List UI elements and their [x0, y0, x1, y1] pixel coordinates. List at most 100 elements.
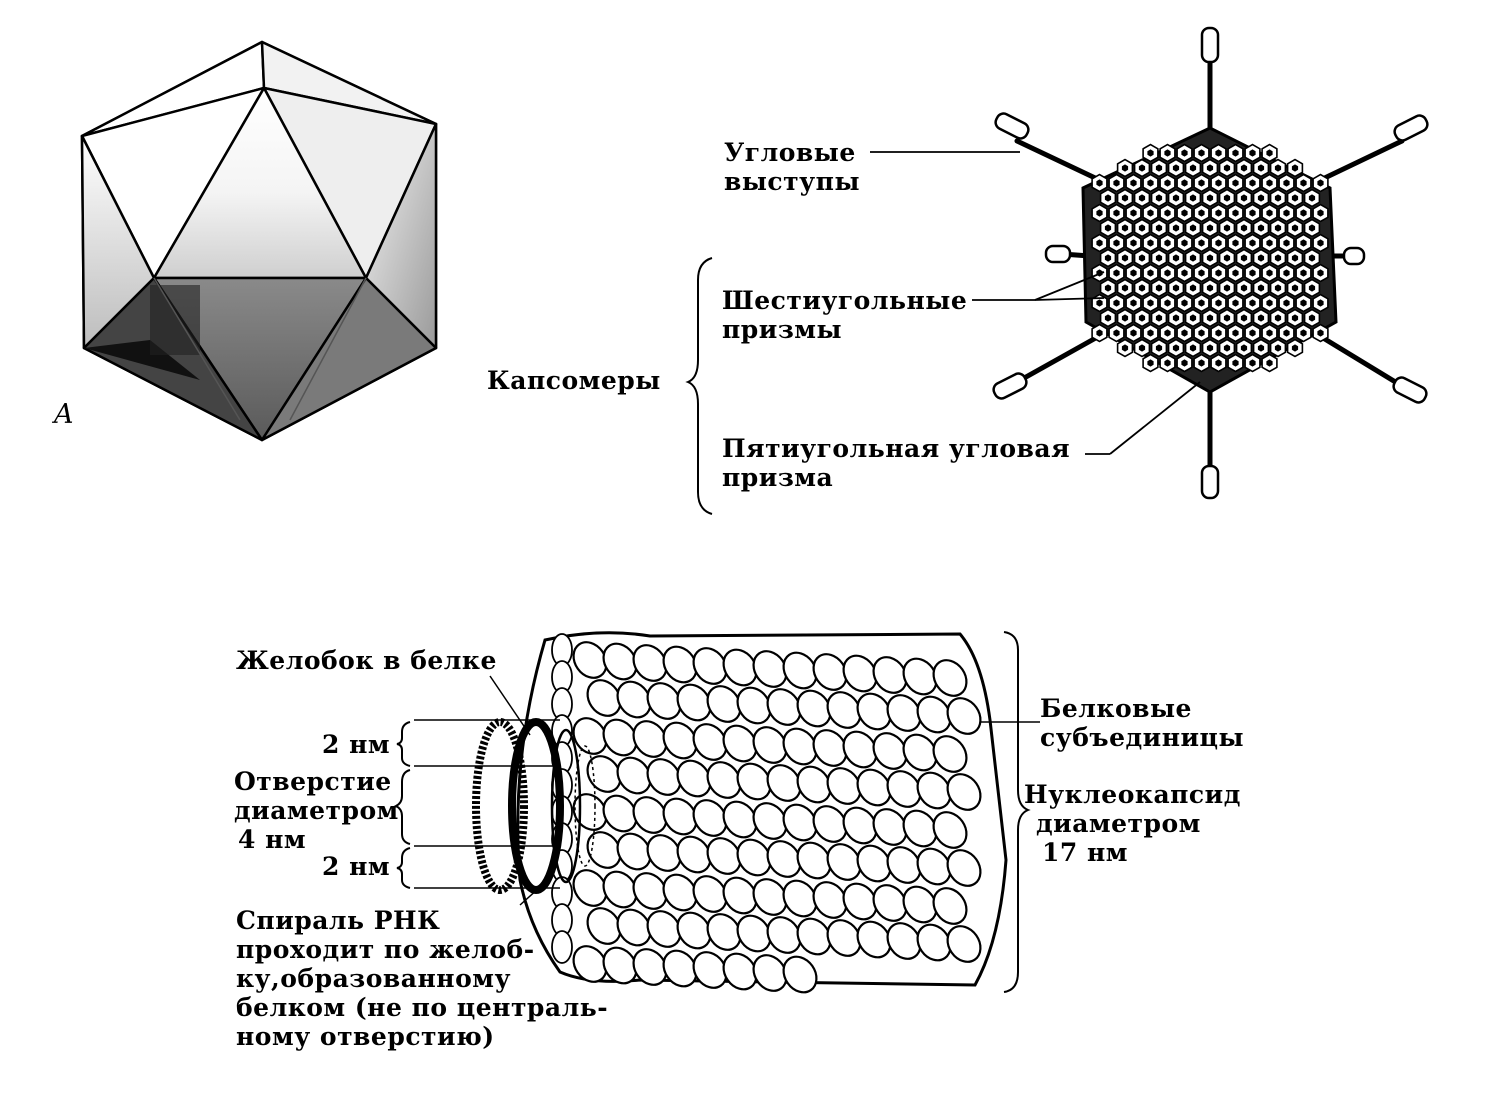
protein-subunit	[872, 656, 908, 694]
hexon-core	[1130, 299, 1137, 307]
nucleocapsid-label-line-2: диаметром	[1036, 809, 1201, 838]
hexon-core	[1164, 209, 1171, 217]
protein-subunit	[766, 688, 802, 726]
protein-subunit	[586, 755, 622, 793]
protein-subunit	[766, 764, 802, 802]
protein-subunit	[752, 802, 788, 840]
protein-subunit	[752, 878, 788, 916]
hexon-core	[1266, 149, 1273, 157]
hexon-core	[1317, 299, 1324, 307]
protein-subunit	[872, 884, 908, 922]
protein-subunit	[572, 717, 608, 755]
protein-subunit	[826, 691, 862, 729]
hexon-core	[1249, 329, 1256, 337]
hexon-core	[1215, 179, 1222, 187]
hexon-core	[1266, 299, 1273, 307]
hexon-core	[1232, 299, 1239, 307]
hexon-core	[1283, 239, 1290, 247]
hexon-core	[1113, 179, 1120, 187]
hexon-core	[1189, 194, 1197, 202]
hexon-core	[1138, 194, 1146, 202]
protein-subunit	[856, 920, 892, 959]
protein-subunit	[782, 955, 818, 994]
hexon-core	[1283, 179, 1290, 187]
hexon-core	[1215, 149, 1222, 157]
hexon-core	[1266, 209, 1273, 217]
hexon-core	[1283, 269, 1290, 277]
hexon-core	[1223, 224, 1231, 232]
hexon-core	[1308, 254, 1316, 262]
hexon-core	[1189, 284, 1197, 292]
protein-subunit	[736, 686, 772, 725]
hexon-core	[1104, 194, 1112, 202]
protein-subunit	[902, 733, 938, 772]
hexon-core	[1300, 269, 1307, 277]
protein-subunit	[722, 800, 758, 839]
protein-subunit	[646, 834, 682, 872]
protein-subunit	[662, 721, 698, 760]
protein-subunit	[662, 645, 698, 684]
subunits-label-line-2: субъединицы	[1040, 723, 1245, 752]
tmv-braces	[393, 631, 1031, 993]
protein-subunit	[902, 885, 938, 924]
hexon-core	[1130, 329, 1137, 337]
hexon-core	[1121, 344, 1129, 352]
hexon-core	[1274, 344, 1282, 352]
hexon-core	[1113, 299, 1120, 307]
hexon-core	[1121, 254, 1129, 262]
protein-subunit	[916, 923, 952, 962]
hexon-core	[1215, 299, 1222, 307]
protein-subunit	[842, 730, 878, 769]
protein-subunit	[842, 654, 878, 693]
protein-subunit	[752, 650, 788, 688]
hexon-core	[1138, 164, 1146, 172]
hexon-core	[1198, 239, 1205, 247]
protein-subunit	[796, 765, 832, 804]
protein-subunit	[572, 869, 608, 907]
hexon-core	[1138, 284, 1146, 292]
hexon-core	[1121, 164, 1129, 172]
hexon-core	[1249, 269, 1256, 277]
hexon-core	[1232, 329, 1239, 337]
protein-subunit	[856, 768, 892, 807]
hexon-core	[1198, 329, 1205, 337]
nucleocapsid-label: Нуклеокапсид диаметром 17 нм	[1024, 780, 1241, 867]
hexon-core	[1130, 239, 1137, 247]
hexon-core	[1300, 329, 1307, 337]
hole-label: Отверстие диаметром 4 нм	[234, 767, 399, 854]
protein-subunit	[676, 759, 712, 798]
protein-subunit	[572, 945, 608, 983]
hexon-core	[1130, 209, 1137, 217]
protein-subunit	[632, 720, 668, 758]
penton-label-line-1: Пятиугольная угловая	[722, 434, 1071, 463]
protein-subunit	[782, 879, 818, 918]
protein-subunit	[932, 735, 968, 773]
hexon-core	[1291, 314, 1299, 322]
hexon-core	[1257, 194, 1265, 202]
protein-subunit	[812, 653, 848, 691]
hexon-core	[1283, 329, 1290, 337]
hexon-core	[1257, 344, 1265, 352]
hole-label-line-3: 4 нм	[238, 825, 307, 854]
hexon-core	[1096, 179, 1103, 187]
hole-label-line-2: диаметром	[234, 796, 399, 825]
protein-subunits	[551, 633, 982, 994]
hexon-core	[1274, 254, 1282, 262]
rna-label-line-5: ному отверстию)	[236, 1022, 495, 1051]
protein-subunit	[932, 887, 968, 925]
hexon-core	[1240, 314, 1248, 322]
hexon-core	[1317, 239, 1324, 247]
protein-subunit	[886, 846, 922, 884]
hexon-core	[1206, 224, 1214, 232]
fibers-label-line-1: Угловые	[724, 138, 856, 167]
hexon-core	[1206, 194, 1214, 202]
fibers-label: Угловые выступы	[724, 138, 860, 196]
hexon-core	[1249, 179, 1256, 187]
hexon-core	[1215, 329, 1222, 337]
hexon-core	[1291, 284, 1299, 292]
protein-subunit	[782, 727, 818, 766]
hexon-core	[1223, 254, 1231, 262]
hexon-core	[1291, 194, 1299, 202]
protein-subunit	[602, 946, 638, 985]
